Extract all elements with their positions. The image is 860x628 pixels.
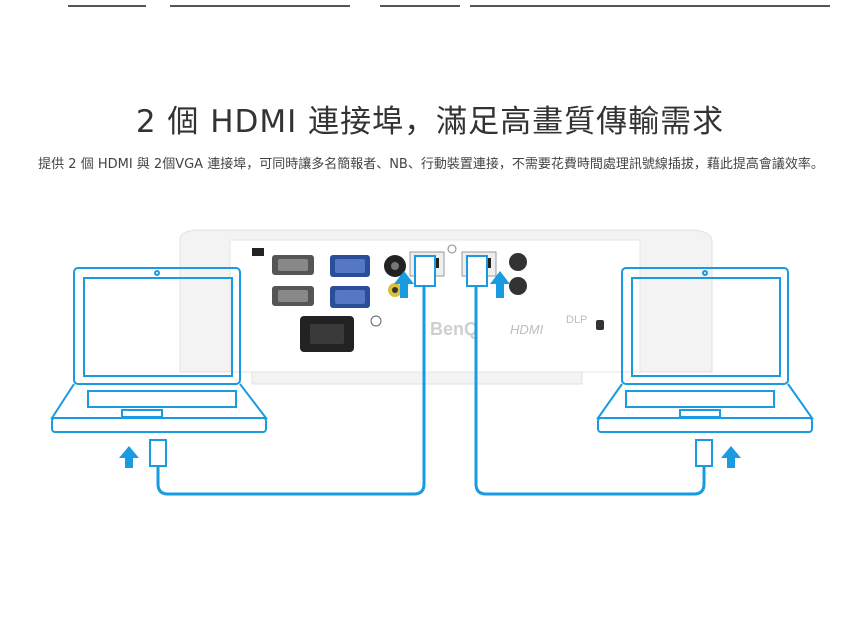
arrow-up-icon [119, 271, 741, 468]
section-description: 提供 2 個 HDMI 與 2個VGA 連接埠，可同時讓多名簡報者、NB、行動裝… [38, 157, 824, 172]
dlp-logo: DLP [566, 314, 587, 326]
projector-rear-panel: BenQ HDMI DLP [179, 229, 713, 385]
hdmi-cable-icon [156, 286, 706, 496]
left-laptop-icon [50, 267, 269, 433]
connection-illustration: BenQ HDMI DLP [0, 200, 860, 504]
right-laptop-icon [596, 267, 814, 433]
brand-logo: BenQ [430, 319, 478, 339]
previous-section-cutoff [0, 0, 860, 10]
hdmi-plug-icon [149, 255, 713, 467]
section-title: 2 個 HDMI 連接埠，滿足高畫質傳輸需求 [135, 104, 725, 140]
hdmi-logo: HDMI [510, 322, 544, 337]
usb-port [252, 248, 264, 256]
